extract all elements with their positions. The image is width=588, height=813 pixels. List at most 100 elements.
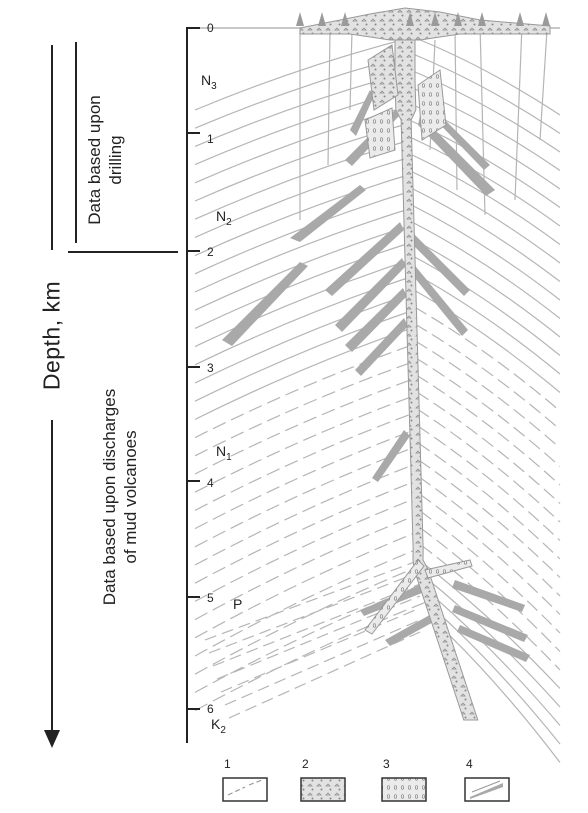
fault-line — [454, 29, 458, 191]
reservoir-wedge — [372, 430, 410, 482]
mud-volcano-channel — [364, 29, 479, 721]
vent-arrow — [478, 12, 486, 26]
stratum-line-right — [417, 425, 561, 541]
reservoir-wedge — [410, 232, 470, 296]
legend-number-1: 1 — [224, 757, 231, 771]
stratum-line-left — [194, 379, 411, 475]
stratum-line-left — [194, 328, 410, 420]
age-label-p: P — [233, 596, 243, 612]
reservoir-wedge — [452, 580, 525, 612]
stratum-line-deep — [220, 607, 421, 693]
axis-title: Depth, km — [38, 275, 66, 396]
reservoir-wedge — [325, 222, 404, 296]
stratum-line-left — [194, 396, 412, 493]
stratum-line-deep — [208, 571, 421, 654]
stratum-line-right — [411, 221, 561, 319]
legend-number-3: 3 — [383, 757, 390, 771]
age-label-k2: K2 — [211, 716, 226, 736]
stratum-line-right — [414, 306, 561, 412]
legend-number-2: 2 — [302, 757, 309, 771]
fault-line — [539, 29, 548, 141]
stratum-line-deep — [204, 559, 421, 641]
stratum-line-left — [194, 498, 414, 602]
stratum-line-right — [426, 578, 561, 708]
stratum-line-right — [412, 255, 561, 356]
vent-arrow — [431, 12, 439, 26]
stratum-line-right — [416, 391, 561, 504]
branch-channel — [424, 559, 473, 579]
breccia-block — [364, 107, 396, 159]
stratum-line-left — [194, 515, 415, 621]
stratum-line-right — [418, 459, 561, 578]
vent-arrow — [516, 12, 524, 26]
stratum-line-right — [414, 340, 561, 449]
stratum-line-left — [194, 481, 414, 584]
stratum-line-deep — [224, 619, 421, 706]
stratum-line-right — [407, 51, 561, 134]
tick-label-6: 6 — [207, 702, 214, 716]
stratum-line-deep — [212, 583, 421, 667]
age-label-n1: N1 — [216, 443, 232, 463]
depth-arrow-head — [44, 730, 60, 748]
legend-box-4 — [464, 777, 510, 802]
reservoir-wedge — [452, 605, 528, 642]
breccia-block — [417, 69, 447, 141]
legend-box-2 — [300, 777, 346, 802]
reservoir-wedge — [222, 262, 308, 346]
stratum-line-right — [413, 289, 561, 393]
stratum-line-left — [194, 413, 412, 511]
stratum-line-left — [194, 447, 413, 548]
stratum-line-right — [419, 510, 561, 634]
stratum-line-left — [194, 362, 411, 457]
stratum-line-right — [410, 187, 561, 282]
stratum-line-left — [194, 532, 415, 639]
stratum-line-left — [194, 243, 407, 329]
tick-label-1: 1 — [207, 132, 214, 146]
legend-box-3 — [381, 777, 427, 802]
reservoir-wedge — [350, 90, 374, 136]
stratum-line-right — [418, 476, 561, 597]
age-label-n2: N2 — [216, 208, 232, 228]
reservoir-wedge — [290, 185, 366, 242]
stratum-line-left — [194, 566, 418, 675]
age-label-n3: N3 — [201, 72, 217, 92]
stratum-line-right — [420, 544, 561, 671]
vent-arrow — [542, 12, 550, 26]
tick-label-5: 5 — [207, 591, 214, 605]
stratum-line-right — [415, 374, 561, 486]
legend-number-4: 4 — [466, 757, 473, 771]
stratum-line-right — [411, 204, 561, 301]
branch-channel — [364, 559, 425, 635]
reservoir-wedge — [457, 625, 530, 662]
legend — [222, 777, 510, 802]
vent-arrow — [341, 12, 349, 26]
section-label-drilling: Data based upon drilling — [85, 95, 125, 225]
section-label-mud-volcanoes: Data based upon discharges of mud volcan… — [100, 388, 140, 606]
stratum-line-right — [409, 136, 561, 227]
tick-label-2: 2 — [207, 245, 214, 259]
reservoir-wedge — [385, 612, 437, 646]
stratum-line-right — [414, 323, 561, 430]
reservoir-wedge — [345, 288, 407, 352]
fault-line — [349, 29, 353, 111]
stratum-line-right — [432, 595, 561, 726]
vent-arrow — [318, 12, 326, 26]
stratum-line-left — [194, 464, 413, 566]
stratum-line-right — [417, 442, 561, 560]
stratum-line-right — [413, 272, 561, 375]
stratum-line-left — [194, 549, 416, 657]
stratum-line-right — [443, 629, 561, 763]
stratum-line-left — [194, 260, 408, 348]
legend-box-1 — [222, 777, 268, 802]
vent-arrow — [454, 12, 462, 26]
surface-vents — [296, 7, 551, 41]
depth-axis — [186, 27, 200, 743]
stratum-line-right — [416, 408, 561, 523]
stratum-line-left — [194, 192, 406, 275]
tick-label-3: 3 — [207, 361, 214, 375]
stratum-line-left — [194, 294, 409, 384]
stratum-line-right — [407, 68, 561, 153]
reservoir-wedge — [355, 318, 408, 376]
fault-line — [327, 29, 331, 166]
